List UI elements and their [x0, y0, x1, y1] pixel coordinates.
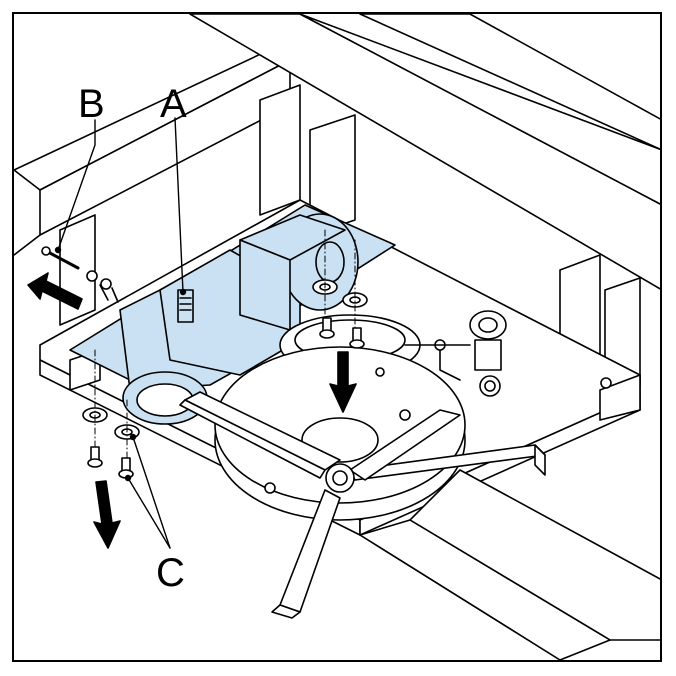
label-a: A — [160, 82, 187, 126]
arrow-icon — [93, 480, 121, 549]
leader-lines — [54, 117, 187, 549]
assembly-axes — [94, 229, 356, 459]
support-arms — [179, 391, 546, 619]
lower-crossbeam — [359, 469, 660, 660]
label-c: C — [156, 551, 185, 595]
motor-assembly — [69, 204, 396, 425]
part-a-bracket — [177, 289, 194, 323]
overhead-beams — [14, 14, 660, 290]
arrow-icon — [329, 351, 357, 413]
tension-mechanism — [404, 310, 612, 397]
removal-arrows — [27, 272, 357, 549]
arrow-icon — [27, 272, 83, 310]
part-b-pin — [41, 246, 119, 303]
label-b: B — [78, 82, 105, 126]
